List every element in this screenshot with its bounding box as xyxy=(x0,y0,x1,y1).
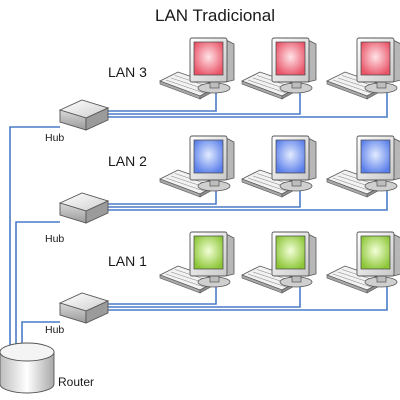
lan-2-cable-3 xyxy=(108,190,388,211)
network-cables xyxy=(9,92,388,345)
router-label: Router xyxy=(58,375,94,389)
lan-3-cable-1 xyxy=(108,92,217,112)
hub-lan-2-icon xyxy=(59,192,109,224)
uplink-hub-lan-2 xyxy=(15,221,60,345)
workstation-lan1-3-icon xyxy=(326,231,400,294)
workstation-lan1-1-icon xyxy=(159,231,235,294)
uplink-hub-lan-1 xyxy=(21,321,60,345)
lan-1-group: LAN 1 Hub xyxy=(45,231,400,336)
workstation-lan3-3-icon xyxy=(326,37,400,100)
lan-3-label: LAN 3 xyxy=(108,64,147,80)
lan-2-cable-1 xyxy=(108,190,217,205)
hub-lan-3-icon xyxy=(59,99,109,131)
workstation-lan2-3-icon xyxy=(326,135,400,198)
lan-1-cable-1 xyxy=(108,286,217,305)
hub-lan-3-label: Hub xyxy=(45,132,64,144)
lan-3-group: LAN 3 Hub xyxy=(45,37,400,144)
lan-1-label: LAN 1 xyxy=(108,253,147,269)
router-icon xyxy=(0,342,55,394)
lan-2-label: LAN 2 xyxy=(108,153,147,169)
hub-lan-2-label: Hub xyxy=(45,233,64,245)
diagram-title: LAN Tradicional xyxy=(155,6,275,25)
lan-2-group: LAN 2 Hub xyxy=(45,135,400,245)
hub-lan-1-icon xyxy=(59,292,109,324)
lan-3-cable-2 xyxy=(108,92,301,115)
hub-lan-1-label: Hub xyxy=(45,324,64,336)
uplink-hub-lan-3 xyxy=(9,126,60,345)
workstation-lan3-2-icon xyxy=(241,37,317,100)
workstation-lan3-1-icon xyxy=(159,37,235,100)
lan-1-cable-2 xyxy=(108,286,301,308)
lan-2-cable-2 xyxy=(108,190,301,208)
workstation-lan1-2-icon xyxy=(241,231,317,294)
workstation-lan2-2-icon xyxy=(241,135,317,198)
lan-3-cable-3 xyxy=(108,92,388,118)
workstation-lan2-1-icon xyxy=(159,135,235,198)
lan-1-cable-3 xyxy=(108,286,388,311)
